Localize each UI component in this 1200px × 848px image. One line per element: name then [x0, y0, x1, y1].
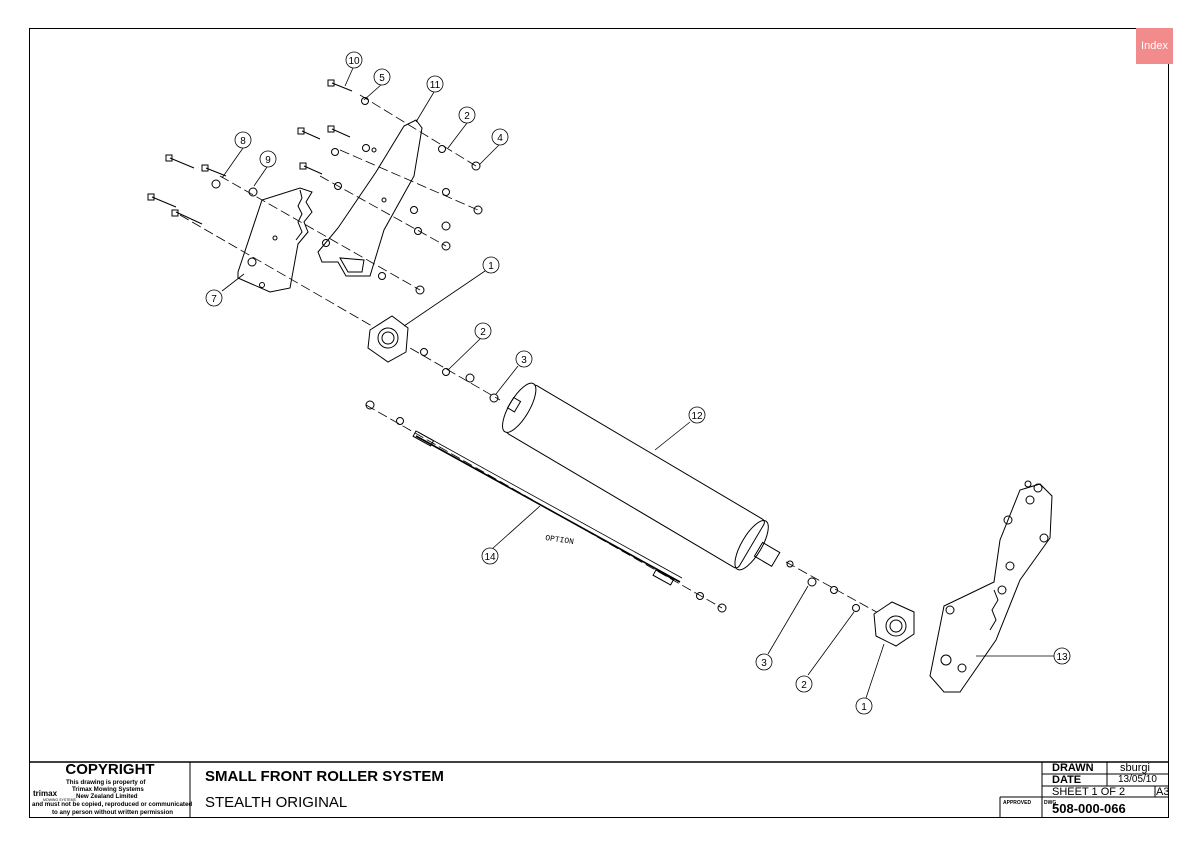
callout-1b: 1	[861, 702, 867, 713]
drawing-subtitle: STEALTH ORIGINAL	[205, 794, 348, 811]
drawing-title: SMALL FRONT ROLLER SYSTEM	[205, 768, 444, 785]
callout-1: 1	[488, 261, 494, 272]
callout-2b: 2	[480, 327, 486, 338]
drawn-value: sburgi	[1120, 762, 1150, 774]
index-button[interactable]: Index	[1136, 28, 1173, 64]
option-annotation: OPTION	[545, 534, 575, 547]
sheet-number: SHEET 1 OF 2	[1052, 786, 1126, 798]
copyright-line-3: New Zealand Limited	[76, 793, 138, 800]
sheet-size: A3	[1156, 786, 1170, 798]
callout-4: 4	[497, 133, 503, 144]
trimax-logo-sub: MOWING SYSTEMS	[43, 798, 76, 802]
copyright-line-1: This drawing is property of	[66, 779, 146, 786]
callout-2c: 2	[801, 680, 807, 691]
date-value: 13/05/10	[1118, 774, 1157, 785]
callout-5: 5	[379, 73, 385, 84]
copyright-line-4: and must not be copied, reproduced or co…	[32, 801, 193, 808]
drawing-border	[29, 28, 1169, 818]
callout-8: 8	[240, 136, 246, 147]
trimax-logo: trimax	[33, 789, 58, 798]
approved-label: APPROVED	[1003, 800, 1032, 806]
callout-10: 10	[348, 56, 360, 67]
callout-7: 7	[211, 294, 217, 305]
callout-12: 12	[691, 411, 703, 422]
callout-3: 3	[521, 355, 527, 366]
callout-9: 9	[265, 155, 271, 166]
drawn-label: DRAWN	[1052, 762, 1094, 774]
dwg-number: 508-000-066	[1052, 801, 1126, 816]
copyright-heading: COPYRIGHT	[65, 761, 155, 778]
copyright-line-5: to any person without written permission	[52, 809, 174, 816]
callout-14: 14	[484, 552, 496, 563]
copyright-line-2: Trimax Mowing Systems	[72, 786, 144, 793]
callout-3b: 3	[761, 658, 767, 669]
date-label: DATE	[1052, 774, 1082, 786]
callout-11: 11	[430, 80, 441, 91]
dwg-label: DWG	[1044, 800, 1057, 806]
callout-2: 2	[464, 111, 470, 122]
callout-13: 13	[1056, 652, 1068, 663]
